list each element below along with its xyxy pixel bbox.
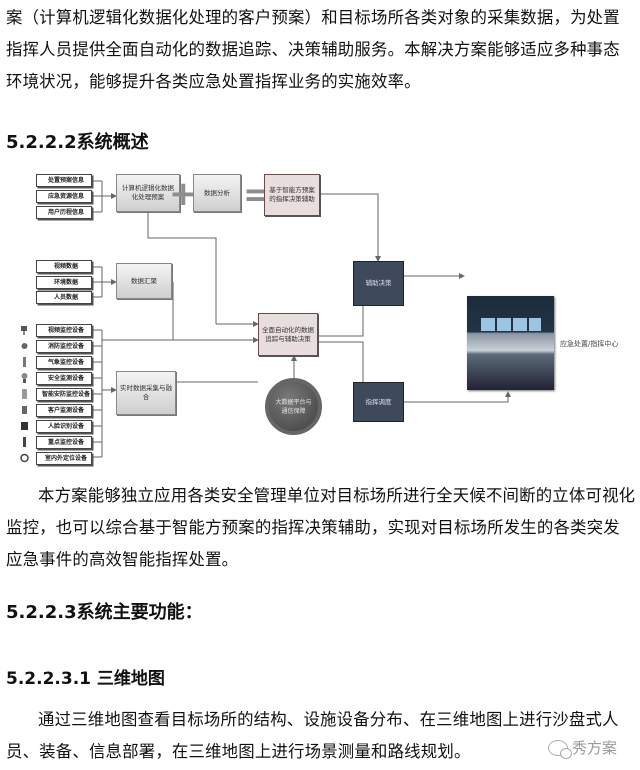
monitor-device-icon <box>22 389 27 399</box>
face-scanner-icon <box>21 422 28 430</box>
device-box: 客户监测设备 <box>36 404 92 417</box>
device-box: 安全监测设备 <box>36 372 92 385</box>
analysis-process-box: 数据分析 <box>193 174 241 212</box>
watermark-text: 秀方案 <box>572 739 618 757</box>
device-box: 人脸识别设备 <box>36 420 92 433</box>
sensor-icon <box>21 343 28 349</box>
input-box: 用户历程信息 <box>36 206 92 219</box>
section-heading-3d-map: 5.2.2.3.1 三维地图 <box>6 669 165 689</box>
intro-paragraph: 案（计算机逻辑化数据化处理的客户预案）和目标场所各类对象的采集数据，为处置指挥人… <box>6 8 620 91</box>
platform-circle: 大数据平台与通信保障 <box>265 378 322 435</box>
input-box: 应急资源信息 <box>36 190 92 203</box>
detector-icon <box>21 373 28 383</box>
3d-map-paragraph: 通过三维地图查看目标场所的结构、设施设备分布、在三维地图上进行沙盘式人员、装备、… <box>6 710 619 761</box>
input-box: 视频数据 <box>36 260 92 273</box>
decision-support-result-box: 基于智能方预案的指挥决策辅助 <box>264 174 320 216</box>
realtime-collection-box: 实时数据采集与融合 <box>116 371 176 415</box>
device-box: 重点监控设备 <box>36 436 92 449</box>
core-processing-box: 全面自动化的数据追踪与辅助决策 <box>258 313 318 356</box>
input-box: 环境数据 <box>36 276 92 289</box>
overview-paragraph: 本方案能够独立应用各类安全管理单位对目标场所进行全天候不间断的立体可视化监控，也… <box>6 486 636 569</box>
section-heading-overview: 5.2.2.2系统概述 <box>6 132 149 153</box>
handheld-device-icon <box>23 437 26 447</box>
device-box: 气象监控设备 <box>36 356 92 369</box>
command-dispatch-box: 指挥调度 <box>353 382 404 422</box>
command-center-photo <box>467 296 554 390</box>
command-center-label: 应急处置/指挥中心 <box>560 340 619 348</box>
input-box: 处置预案信息 <box>36 174 92 187</box>
input-box: 人员数据 <box>36 291 92 304</box>
device-box: 智能安防监控设备 <box>36 388 92 401</box>
system-architecture-diagram: 处置预案信息 应急资源信息 用户历程信息 视频数据 环境数据 人员数据 视频监控… <box>18 166 618 472</box>
data-aggregation-box: 数据汇聚 <box>116 263 172 299</box>
locator-icon <box>20 453 29 463</box>
wechat-icon <box>548 739 572 759</box>
device-box: 室内外定位设备 <box>36 452 92 465</box>
weather-station-icon <box>23 357 26 367</box>
section-heading-functions: 5.2.2.3系统主要功能： <box>6 602 203 623</box>
camera-icon <box>21 326 27 335</box>
plus-symbol: + <box>169 174 198 214</box>
device-box: 消防监控设备 <box>36 340 92 353</box>
device-box: 视频监控设备 <box>36 324 92 337</box>
meter-icon <box>22 406 27 414</box>
preplan-process-box: 计算机逻辑化数据化处理预案 <box>116 174 180 212</box>
watermark: 秀方案 <box>548 737 618 759</box>
decision-support-box: 辅助决策 <box>353 261 404 306</box>
